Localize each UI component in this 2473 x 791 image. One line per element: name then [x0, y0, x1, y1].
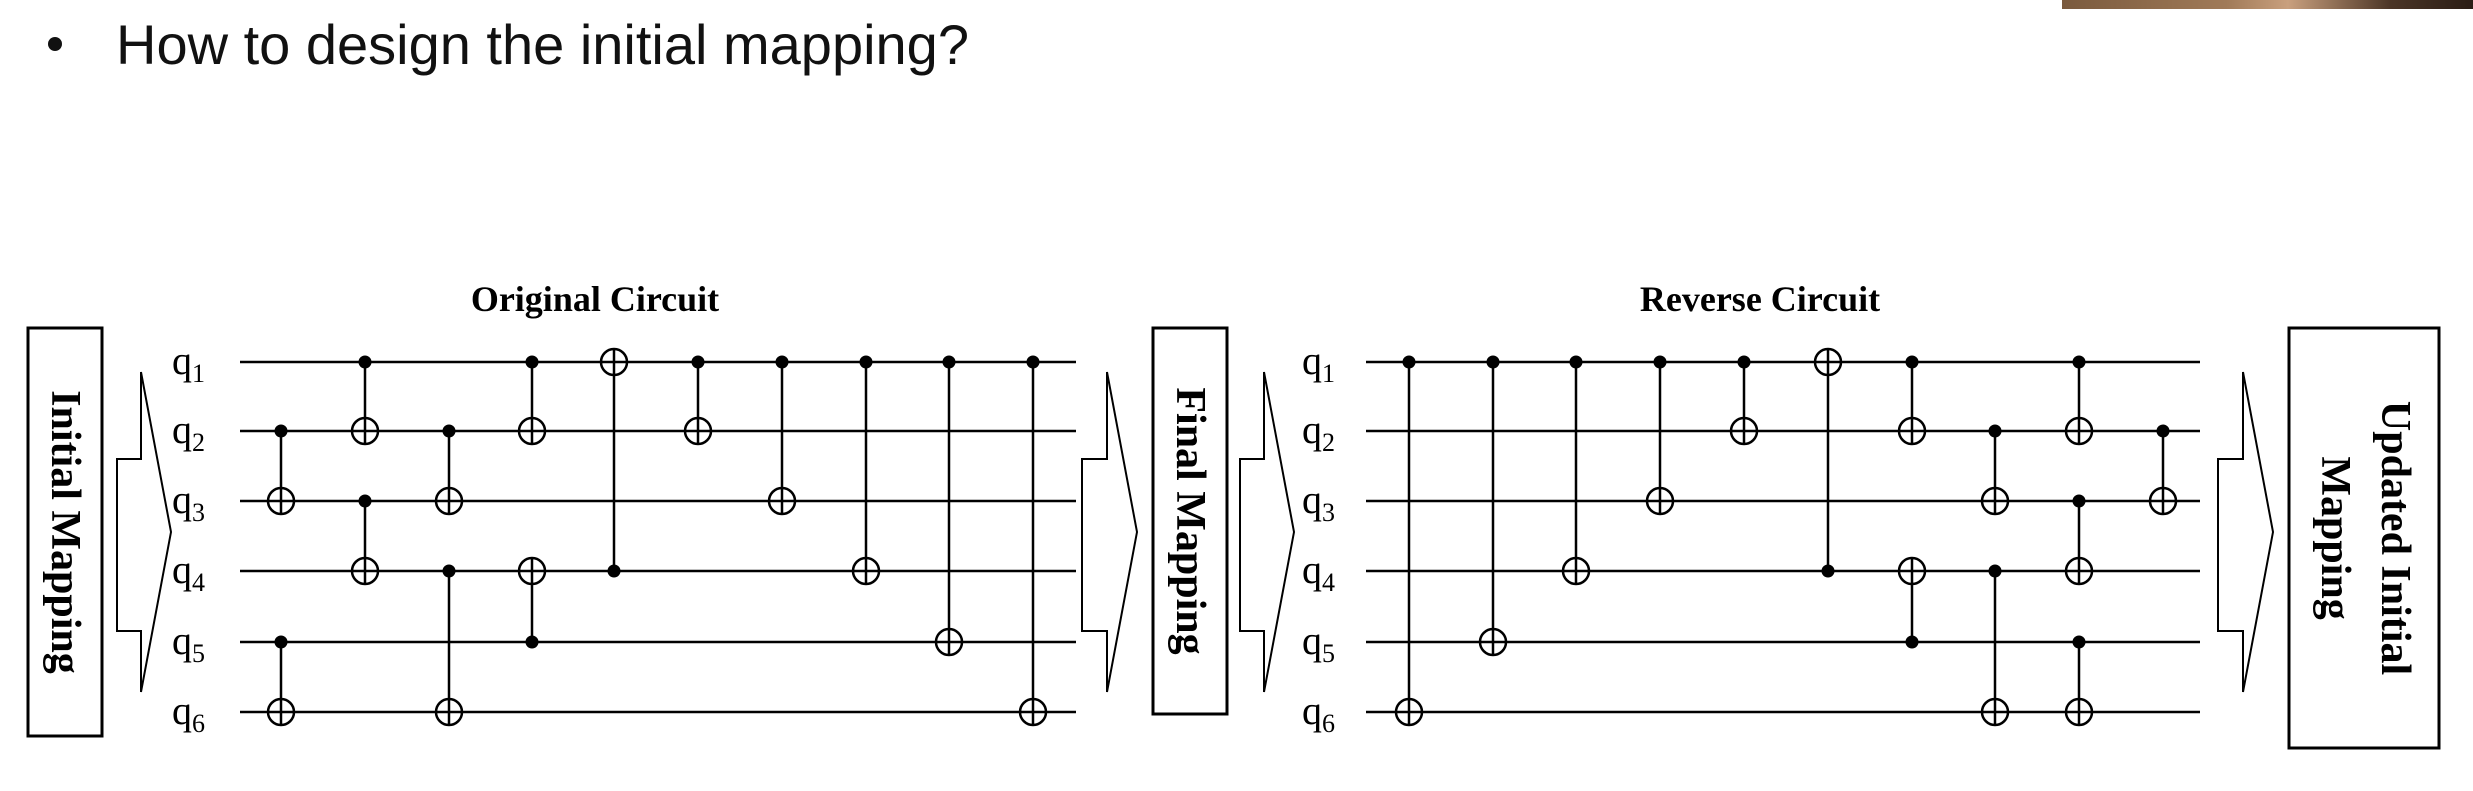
control-dot [1486, 355, 1500, 369]
qubit-label: q2 [1302, 407, 1335, 457]
control-dot [442, 424, 456, 438]
qubit-label: q5 [172, 618, 205, 668]
cnot-gate [934, 355, 964, 657]
video-thumbnail-edge [2062, 0, 2473, 9]
control-dot [1988, 424, 2002, 438]
cnot-gate [767, 355, 797, 516]
cnot-gate [1897, 355, 1927, 446]
cnot-gate [1018, 355, 1048, 727]
control-dot [1402, 355, 1416, 369]
arrow-1-icon [116, 371, 173, 693]
control-dot [1026, 355, 1040, 369]
control-dot [1821, 564, 1835, 578]
control-dot [691, 355, 705, 369]
control-dot [274, 424, 288, 438]
arrow-2-icon [1081, 371, 1139, 693]
qubit-label: q5 [1302, 618, 1335, 668]
bullet-icon [48, 37, 62, 51]
cnot-gate [851, 355, 881, 586]
cnot-gate [1561, 355, 1591, 586]
control-dot [525, 635, 539, 649]
control-dot [358, 494, 372, 508]
qubit-label: q3 [1302, 477, 1335, 527]
control-dot [2072, 494, 2086, 508]
control-dot [859, 355, 873, 369]
cnot-gate [683, 355, 713, 446]
control-dot [1988, 564, 2002, 578]
control-dot [1737, 355, 1751, 369]
cnot-gate [2064, 635, 2094, 727]
bullet-text: How to design the initial mapping? [116, 12, 969, 76]
cnot-gate [1980, 564, 2010, 727]
reverse-circuit-title: Reverse Circuit [1640, 279, 1880, 319]
final-mapping-box: Final Mapping [1151, 326, 1229, 716]
cnot-gate [350, 494, 380, 586]
qubit-label: q1 [172, 338, 205, 388]
cnot-gate [2064, 355, 2094, 446]
qubit-label: q6 [172, 688, 205, 738]
control-dot [525, 355, 539, 369]
cnot-gate [1980, 424, 2010, 516]
bullet-item: How to design the initial mapping? [28, 4, 969, 84]
cnot-gate [1645, 355, 1675, 516]
control-dot [1569, 355, 1583, 369]
arrow-4-icon [2217, 371, 2275, 693]
cnot-gate [1394, 355, 1424, 727]
cnot-gate [517, 355, 547, 446]
control-dot [274, 635, 288, 649]
final-mapping-label: Final Mapping [1167, 387, 1213, 654]
control-dot [1653, 355, 1667, 369]
cnot-gate [1478, 355, 1508, 657]
cnot-gate [517, 556, 547, 649]
cnot-gate [2064, 494, 2094, 586]
original-circuit-title: Original Circuit [471, 279, 719, 319]
updated-mapping-label-line1: Updated Initial [2372, 401, 2418, 675]
control-dot [1905, 355, 1919, 369]
qubit-label: q3 [172, 477, 205, 527]
control-dot [1905, 635, 1919, 649]
control-dot [358, 355, 372, 369]
qubit-label: q4 [172, 547, 205, 597]
cnot-gate [350, 355, 380, 446]
initial-mapping-box: Initial Mapping [26, 326, 104, 738]
cnot-gate [1897, 556, 1927, 649]
cnot-gate [434, 564, 464, 727]
qubit-label: q6 [1302, 688, 1335, 738]
control-dot [2156, 424, 2170, 438]
cnot-gate [2148, 424, 2178, 516]
control-dot [2072, 635, 2086, 649]
cnot-gate [1813, 347, 1843, 578]
reverse-circuit: Reverse Circuit q1 q2 q3 q4 q5 q6 [1302, 279, 2200, 738]
cnot-gate [266, 424, 296, 516]
cnot-gate [599, 347, 629, 578]
control-dot [775, 355, 789, 369]
updated-initial-mapping-box: Updated Initial Mapping [2287, 326, 2441, 750]
initial-mapping-label: Initial Mapping [42, 390, 88, 674]
qubit-label: q4 [1302, 547, 1335, 597]
original-circuit: Original Circuit q1 q2 q3 q4 q5 q6 [172, 279, 1076, 738]
cnot-gate [266, 635, 296, 727]
qubit-label: q2 [172, 407, 205, 457]
qubit-label: q1 [1302, 338, 1335, 388]
cnot-gate [1729, 355, 1759, 446]
control-dot [607, 564, 621, 578]
control-dot [2072, 355, 2086, 369]
control-dot [442, 564, 456, 578]
updated-mapping-label-line2: Mapping [2312, 456, 2358, 619]
control-dot [942, 355, 956, 369]
cnot-gate [434, 424, 464, 516]
arrow-3-icon [1239, 371, 1296, 693]
